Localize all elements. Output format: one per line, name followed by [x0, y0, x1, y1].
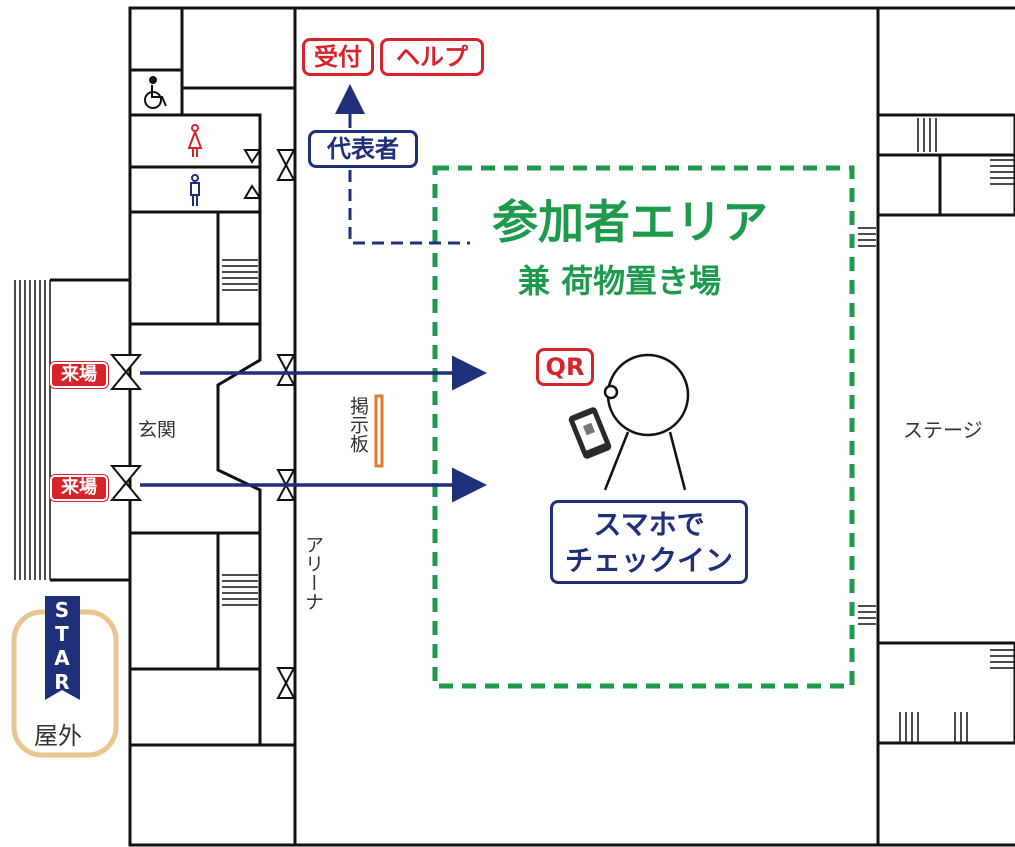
person-icon [603, 353, 690, 491]
arrival-label-1: 来場 [50, 362, 108, 388]
representative-route [348, 170, 470, 245]
entrance-label: 玄関 [138, 419, 177, 441]
wheelchair-icon [144, 76, 167, 109]
arrival-label-2: 来場 [50, 475, 108, 501]
help-label: ヘルプ [380, 38, 484, 76]
checkin-line-1: スマホで [593, 508, 705, 541]
arena-label: アリーナ [302, 535, 324, 611]
smartphone-checkin-box: スマホで チェックイン [550, 500, 748, 584]
outdoor-label: 屋外 [34, 722, 82, 750]
smartphone-icon [568, 407, 612, 459]
male-restroom-icon [190, 174, 200, 206]
entrance-hall [50, 278, 262, 582]
qr-label: QR [536, 348, 594, 386]
representative-label: 代表者 [308, 130, 418, 168]
building-walls [128, 6, 1015, 847]
reception-label: 受付 [302, 38, 374, 76]
start-banner [45, 596, 80, 700]
participant-area-boundary [432, 165, 855, 689]
start-label: START [50, 598, 74, 718]
checkin-line-2: チェックイン [564, 544, 733, 577]
participant-area-title: 参加者エリア [492, 195, 768, 249]
participant-area-subtitle: 兼 荷物置き場 [518, 262, 722, 300]
female-restroom-icon [187, 124, 203, 157]
bulletin-board-bar [374, 394, 384, 468]
doors [109, 149, 296, 699]
bulletin-board-label: 掲示板 [347, 396, 369, 453]
stairs [222, 118, 1015, 742]
exterior-steps [14, 280, 51, 580]
stage-label: ステージ [903, 418, 983, 442]
